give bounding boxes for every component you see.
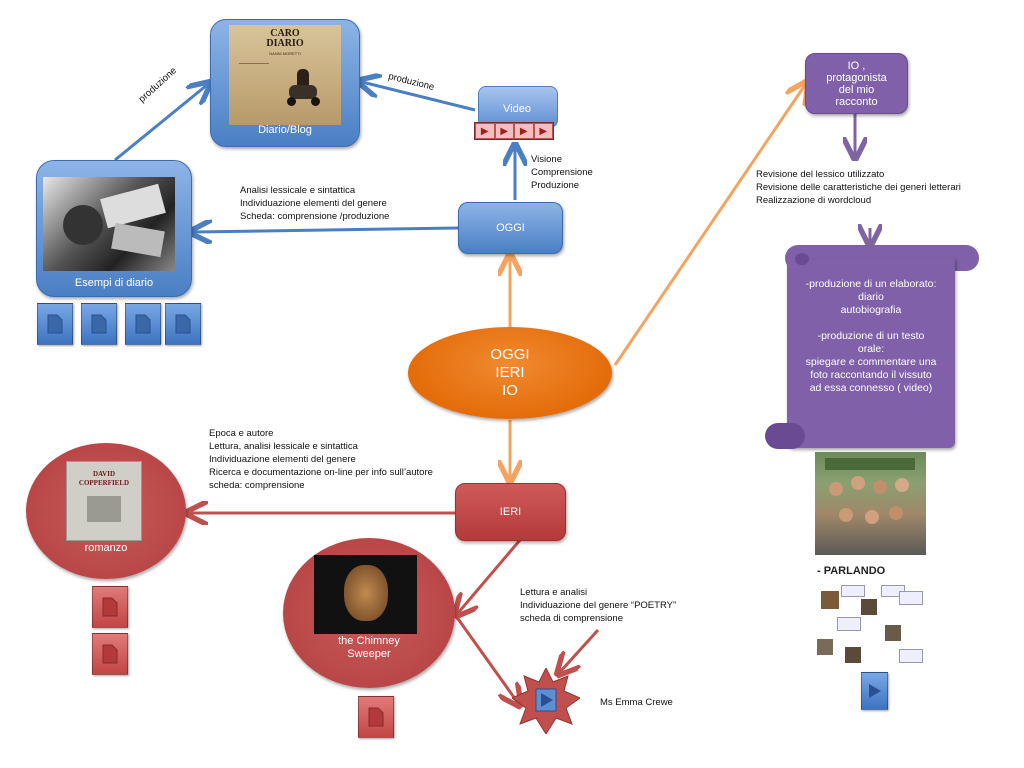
io-label: IO , — [847, 59, 866, 72]
oggi-node[interactable]: OGGI — [458, 202, 563, 254]
document-icon[interactable] — [125, 303, 161, 345]
oggi-label: OGGI — [496, 222, 525, 234]
class-group-photo — [815, 452, 926, 555]
link-video-diario — [362, 82, 476, 112]
video-label: Video — [503, 103, 531, 115]
play-icon — [541, 693, 553, 707]
esempi-label: Esempi di diario — [74, 277, 154, 289]
document-icon[interactable] — [81, 303, 117, 345]
video-strip: ▶ ▶ ▶ ▶ — [474, 122, 554, 140]
play-icon: ▶ — [539, 125, 548, 137]
link-chimney-star — [454, 615, 518, 703]
document-icon[interactable] — [37, 303, 73, 345]
crying-boy-painting — [314, 555, 417, 634]
link-esempi-diario — [114, 85, 207, 162]
play-icon — [868, 684, 881, 698]
video-node[interactable]: Video ▶ ▶ ▶ ▶ — [474, 86, 558, 142]
diario-blog-label: Diario/Blog — [258, 124, 312, 136]
play-icon: ▶ — [500, 125, 509, 137]
link-note-star — [560, 628, 600, 672]
document-icon[interactable] — [92, 586, 128, 628]
link-ieri-chimney — [458, 539, 522, 613]
ieri-label: IERI — [499, 506, 522, 518]
center-line: OGGI — [490, 346, 530, 363]
ms-emma-label: Ms Emma Crewe — [600, 697, 673, 708]
caro-diario-poster: CARO DIARIO NANNI MORETTI — [229, 25, 341, 125]
star-video-node[interactable] — [512, 668, 580, 734]
diary-writing-photo — [43, 177, 175, 271]
center-line: IO — [502, 382, 518, 399]
link-center-io — [613, 85, 805, 366]
document-icon[interactable] — [92, 633, 128, 675]
romanzo-label: romanzo — [84, 542, 128, 554]
center-line: IERI — [495, 364, 525, 381]
central-topic-node[interactable]: OGGI IERI IO — [408, 327, 612, 419]
ieri-node[interactable]: IERI — [455, 483, 566, 541]
link-oggi-esempi — [194, 228, 459, 232]
parlando-collage: - PARLANDO — [815, 563, 926, 670]
diario-blog-node[interactable]: CARO DIARIO NANNI MORETTI Diario/Blog — [210, 19, 360, 147]
io-label: racconto — [835, 95, 878, 108]
parlando-title: - PARLANDO — [817, 565, 886, 577]
play-icon: ▶ — [480, 125, 489, 137]
play-video-button[interactable] — [861, 672, 888, 710]
io-label: del mio — [838, 83, 875, 96]
document-icon[interactable] — [358, 696, 394, 738]
io-node[interactable]: IO , protagonista del mio racconto — [805, 53, 908, 114]
document-icon[interactable] — [165, 303, 201, 345]
esempi-node[interactable]: Esempi di diario — [36, 160, 192, 297]
play-icon: ▶ — [519, 125, 528, 137]
io-label: protagonista — [826, 71, 887, 84]
